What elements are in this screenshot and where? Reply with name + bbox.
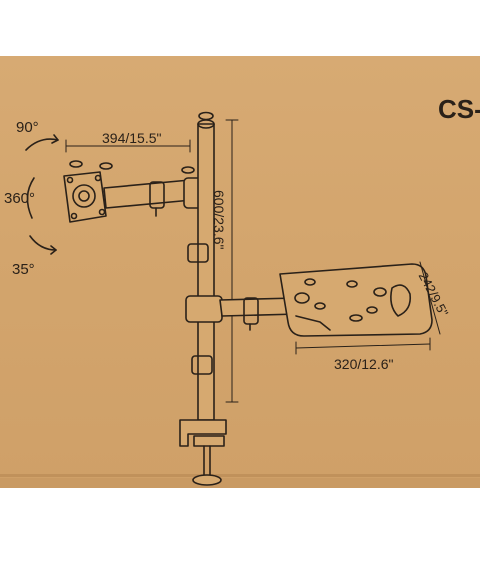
tilt-up-arrowhead-icon (51, 134, 59, 144)
rotate-arrow-icon (26, 177, 35, 219)
laptop-tray (279, 263, 433, 337)
vesa-plate (63, 111, 214, 223)
tilt-down-angle-label: 35° (12, 261, 35, 278)
rotation-angle-label: 360° (4, 190, 36, 207)
tray-width-dimension-line (295, 343, 431, 349)
desk-clamp (179, 419, 227, 486)
box-bottom-edge (0, 478, 480, 488)
tilt-down-arrow-icon (29, 235, 57, 251)
tilt-up-angle-label: 90° (16, 119, 39, 136)
tray-width-dimension-label: 320/12.6" (334, 356, 394, 372)
pole-dimension-label: 600/23.6" (211, 190, 227, 250)
box-flap-seam (0, 474, 480, 477)
vertical-pole (187, 119, 215, 421)
lower-arm (185, 295, 299, 331)
upper-arm (103, 177, 209, 217)
tray-depth-dimension-line (419, 261, 441, 335)
arm-dimension-label: 394/15.5" (102, 130, 162, 146)
tilt-up-arrow-icon (25, 138, 59, 151)
model-code-text: CS- (438, 94, 480, 124)
tilt-down-arrowhead-icon (50, 245, 57, 255)
